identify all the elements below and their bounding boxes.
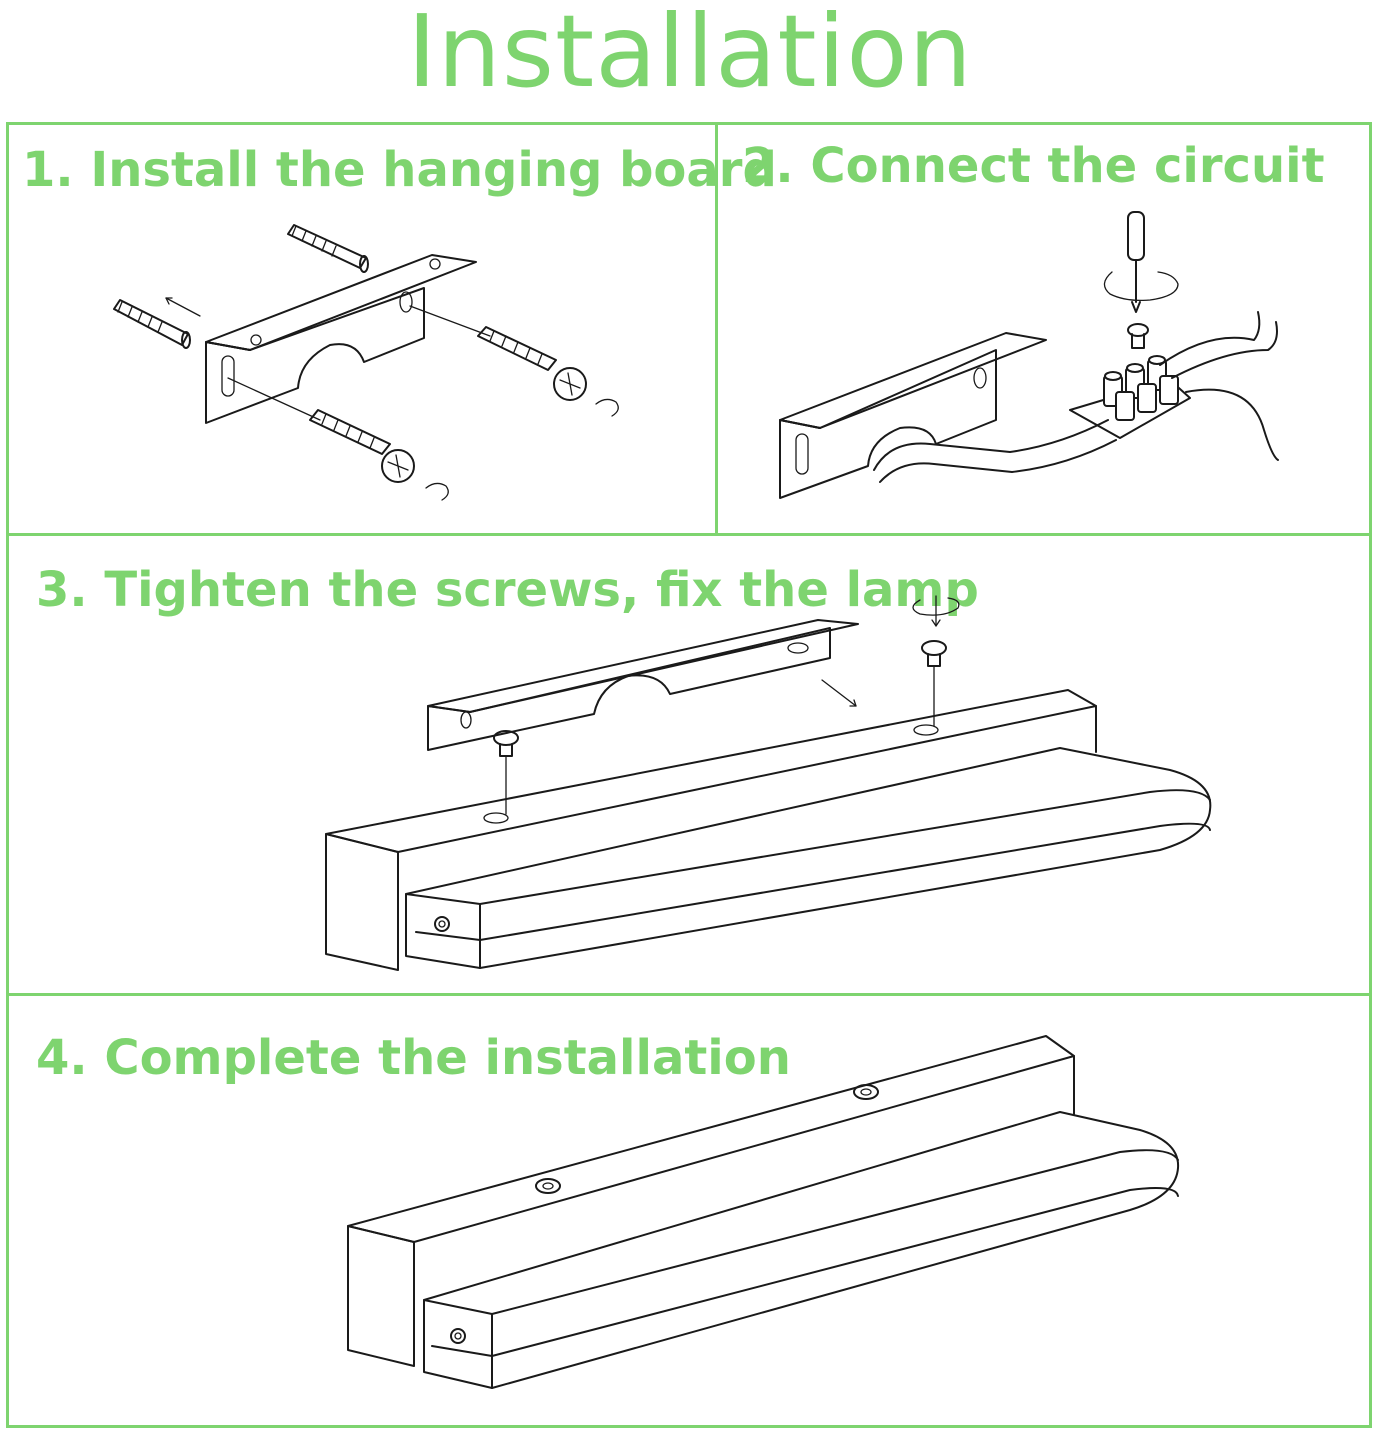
steps-frame	[6, 122, 1372, 1428]
cable	[879, 439, 1117, 483]
step-4-title: 4. Complete the installation	[36, 1030, 791, 1086]
wall-screw	[477, 326, 619, 417]
direction-arrow	[165, 297, 201, 317]
direction-arrow	[849, 699, 857, 707]
lamp-body-top	[325, 689, 1097, 853]
step-2-illustration	[779, 211, 1279, 499]
lamp-diffuser-edge	[423, 1149, 1179, 1315]
divider-row-2	[6, 993, 1372, 996]
lamp-screw	[438, 920, 446, 928]
mount-hole	[483, 812, 509, 824]
bracket-plate	[205, 287, 425, 424]
bracket-hole	[429, 258, 441, 270]
lamp-body-top	[347, 1035, 1075, 1243]
wall-anchor	[113, 299, 191, 349]
lamp-screw	[454, 1332, 462, 1340]
bracket-slot	[973, 367, 987, 389]
step-1-illustration	[113, 224, 619, 501]
wire	[1159, 311, 1261, 366]
direction-arrow	[821, 679, 857, 707]
lamp-diffuser-edge	[415, 822, 1211, 941]
step-4-illustration	[347, 1035, 1180, 1389]
bracket-slot	[795, 433, 809, 475]
divider-row-1	[6, 533, 1372, 536]
lamp-diffuser-edge	[405, 789, 1211, 905]
wire	[1171, 321, 1278, 379]
divider-col	[715, 122, 718, 535]
cable	[873, 419, 1109, 471]
bracket-hole	[250, 334, 262, 346]
bracket-slot	[787, 642, 809, 654]
fixed-screw	[542, 1182, 554, 1190]
step-3-illustration	[325, 595, 1212, 971]
wall-screw	[309, 409, 449, 501]
bracket-slot	[460, 711, 472, 729]
lamp-screw	[434, 916, 450, 932]
lamp-diffuser	[405, 747, 1212, 969]
screwdriver-icon	[1103, 211, 1179, 313]
fixed-screw	[853, 1084, 879, 1100]
direction-arrow	[165, 297, 173, 305]
bracket-plate	[427, 627, 831, 751]
guide-line	[227, 377, 321, 421]
lamp-diffuser	[423, 1111, 1180, 1389]
fixing-screw	[493, 730, 519, 815]
fixed-screw	[860, 1088, 872, 1096]
wall-anchor	[287, 224, 369, 273]
terminal-screw	[1127, 323, 1149, 349]
lamp-screw	[450, 1328, 466, 1344]
fixed-screw	[535, 1178, 561, 1194]
page-title: Installation	[407, 0, 973, 110]
lamp-body-front	[325, 833, 399, 971]
bracket-slot	[221, 355, 235, 397]
bracket-slot	[399, 291, 413, 313]
step-1-title: 1. Install the hanging board	[22, 142, 777, 198]
wire	[1185, 388, 1279, 461]
bracket-edge	[205, 341, 251, 351]
terminal-block	[1069, 355, 1191, 439]
guide-line	[409, 305, 491, 337]
step-2-title: 2. Connect the circuit	[742, 138, 1325, 194]
rotate-arrow-icon	[912, 595, 960, 627]
bracket-flange	[779, 332, 1047, 429]
lamp-body-front	[347, 1225, 415, 1367]
lamp-diffuser-edge	[431, 1187, 1179, 1357]
fixing-screw	[921, 640, 947, 727]
mount-hole	[913, 724, 939, 736]
step-3-title: 3. Tighten the screws, fix the lamp	[36, 562, 979, 618]
